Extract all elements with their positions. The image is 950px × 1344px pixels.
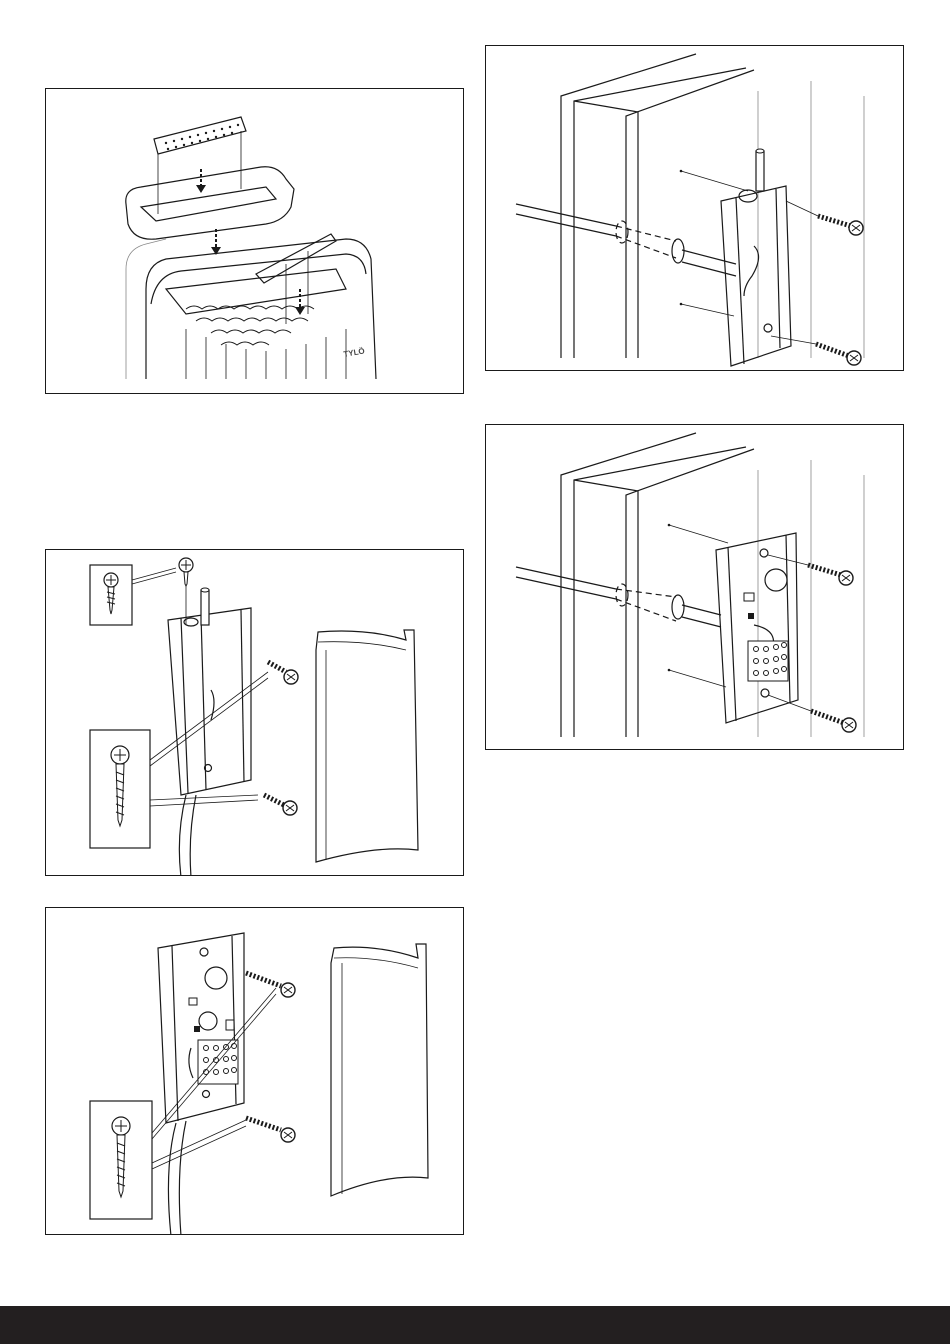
arrow-down-icon [295,289,305,315]
figure-heater-assembly: TYLÖ [45,88,464,394]
wall-mount-illustration [486,46,904,371]
arrow-down-icon [211,229,221,255]
board-cover-illustration [46,908,464,1235]
wired-mount-illustration [486,425,904,750]
pan-head-screw-icon [90,730,150,848]
pan-head-screw-icon [811,711,856,732]
arrow-down-icon [196,169,206,193]
figure-board-cover [45,907,464,1235]
screw-detail-icon [90,565,132,625]
pan-head-screw-icon [816,344,861,365]
heater-illustration: TYLÖ [46,89,464,394]
figure-wired-mount [485,424,904,750]
pan-head-screw-icon [246,1118,295,1142]
pan-head-screw-icon [90,1101,152,1219]
pan-head-screw-icon [808,565,853,585]
footer-bar [0,1306,950,1344]
figure-wall-mount [485,45,904,371]
pan-head-screw-icon [268,662,298,684]
pan-head-screw-icon [246,973,295,997]
pan-head-screw-icon [818,216,863,235]
figure-bracket-cover [45,549,464,876]
pan-head-screw-icon [264,795,297,815]
bracket-cover-illustration [46,550,464,876]
